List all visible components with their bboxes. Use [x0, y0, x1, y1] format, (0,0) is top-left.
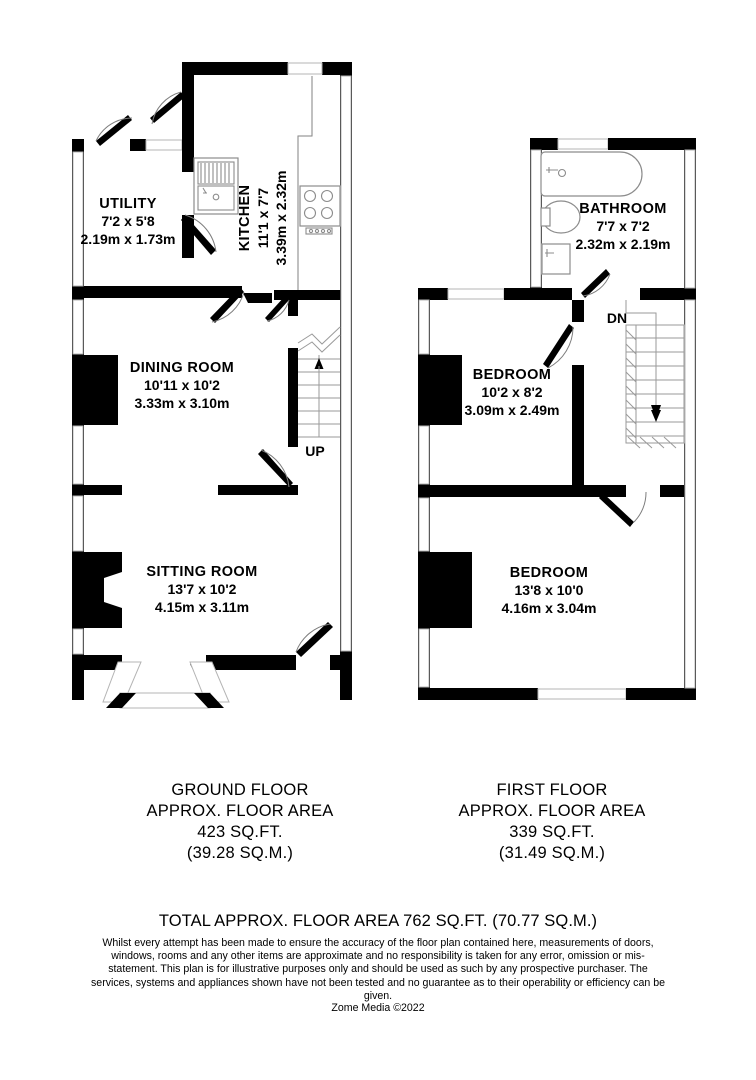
staircase-down	[625, 300, 685, 449]
first-floor-caption-line3: 339 SQ.FT.	[509, 823, 595, 841]
room-dim-kitchen-metric: 3.39m x 2.32m	[273, 171, 289, 266]
room-label-kitchen: KITCHEN	[237, 185, 253, 252]
room-dim-dining-metric: 3.33m x 3.10m	[135, 395, 230, 411]
ground-floor-caption-line2: APPROX. FLOOR AREA	[146, 802, 334, 820]
sink-icon	[193, 157, 239, 215]
room-dim-dining-imperial: 10'11 x 10'2	[144, 377, 220, 393]
total-floor-area-text: TOTAL APPROX. FLOOR AREA 762 SQ.FT. (70.…	[158, 912, 598, 930]
room-dim-bedroom1-metric: 3.09m x 2.49m	[465, 402, 560, 418]
room-dim-sitting-imperial: 13'7 x 10'2	[168, 581, 237, 597]
ground-floor-plan: UTILITY 7'2 x 5'8 2.19m x 1.73m KITCHEN …	[72, 62, 352, 709]
kitchen-fittings	[193, 76, 341, 290]
credit-text: Zome Media ©2022	[331, 1002, 425, 1014]
ground-floor-caption-line4: (39.28 SQ.M.)	[186, 844, 294, 862]
stair-label-dn: DN	[607, 310, 627, 326]
room-dim-bedroom1-imperial: 10'2 x 8'2	[481, 384, 542, 400]
disclaimer-text: Whilst every attempt has been made to en…	[91, 937, 665, 1002]
room-label-dining-room: DINING ROOM	[130, 360, 234, 376]
ground-floor-caption: GROUND FLOOR APPROX. FLOOR AREA 423 SQ.F…	[88, 780, 392, 864]
room-dim-sitting-metric: 4.15m x 3.11m	[155, 599, 249, 615]
hob-icon	[299, 185, 341, 235]
first-floor-plan: BATHROOM 7'7 x 7'2 2.32m x 2.19m BEDROOM…	[418, 138, 696, 700]
room-dim-bathroom-imperial: 7'7 x 7'2	[596, 218, 650, 234]
first-floor-doors	[543, 269, 647, 527]
ground-floor-doors	[95, 91, 333, 657]
first-floor-labels: BATHROOM 7'7 x 7'2 2.32m x 2.19m BEDROOM…	[465, 201, 671, 616]
room-dim-utility-imperial: 7'2 x 5'8	[101, 213, 155, 229]
room-label-bedroom-2: BEDROOM	[510, 565, 589, 581]
room-dim-bathroom-metric: 2.32m x 2.19m	[576, 236, 671, 252]
first-floor-caption-line2: APPROX. FLOOR AREA	[458, 802, 646, 820]
ground-floor-labels: UTILITY 7'2 x 5'8 2.19m x 1.73m KITCHEN …	[81, 171, 325, 615]
first-floor-caption-line1: FIRST FLOOR	[496, 781, 608, 799]
bathroom-fittings	[540, 151, 643, 275]
first-floor-windows	[418, 149, 696, 689]
room-dim-kitchen-imperial: 11'1 x 7'7	[255, 188, 271, 249]
ground-floor-caption-line1: GROUND FLOOR	[171, 781, 309, 799]
first-floor-caption-line4: (31.49 SQ.M.)	[498, 844, 606, 862]
ground-floor-windows	[72, 75, 352, 655]
bathtub-icon	[540, 151, 643, 197]
first-floor-caption: FIRST FLOOR APPROX. FLOOR AREA 339 SQ.FT…	[400, 780, 704, 864]
staircase-up	[297, 326, 341, 438]
room-label-bathroom: BATHROOM	[579, 201, 667, 217]
toilet-icon	[540, 200, 581, 234]
room-dim-bedroom2-imperial: 13'8 x 10'0	[515, 582, 584, 598]
basin-icon	[541, 243, 571, 275]
room-dim-bedroom2-metric: 4.16m x 3.04m	[502, 600, 597, 616]
room-label-bedroom-1: BEDROOM	[473, 367, 552, 383]
stair-label-up: UP	[305, 443, 324, 459]
room-label-sitting-room: SITTING ROOM	[146, 564, 257, 580]
room-label-utility: UTILITY	[99, 196, 157, 212]
room-dim-utility-metric: 2.19m x 1.73m	[81, 231, 176, 247]
ground-floor-caption-line3: 423 SQ.FT.	[197, 823, 283, 841]
